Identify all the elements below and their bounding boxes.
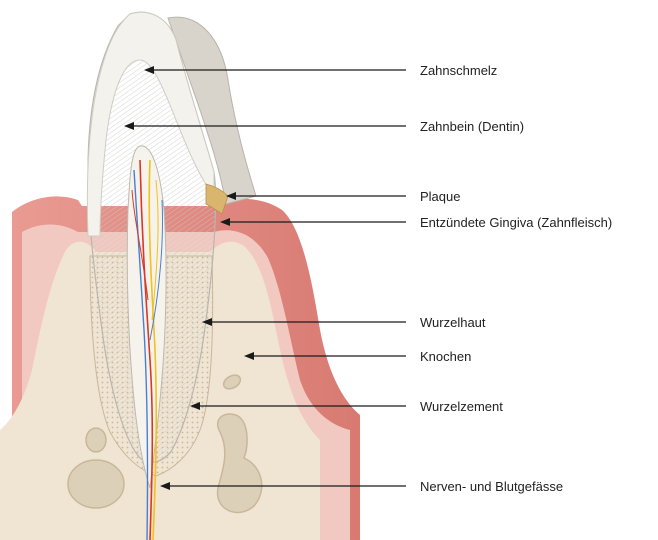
label-nerves: Nerven- und Blutgefässe	[420, 479, 563, 494]
label-bone: Knochen	[420, 349, 471, 364]
label-periodontium: Wurzelhaut	[420, 315, 486, 330]
label-plaque: Plaque	[420, 189, 460, 204]
bone-cavity	[68, 460, 124, 508]
label-gingiva: Entzündete Gingiva (Zahnfleisch)	[420, 215, 612, 230]
label-dentin: Zahnbein (Dentin)	[420, 119, 524, 134]
label-enamel: Zahnschmelz	[420, 63, 497, 78]
label-cementum: Wurzelzement	[420, 399, 503, 414]
bone-cavity	[86, 428, 106, 452]
